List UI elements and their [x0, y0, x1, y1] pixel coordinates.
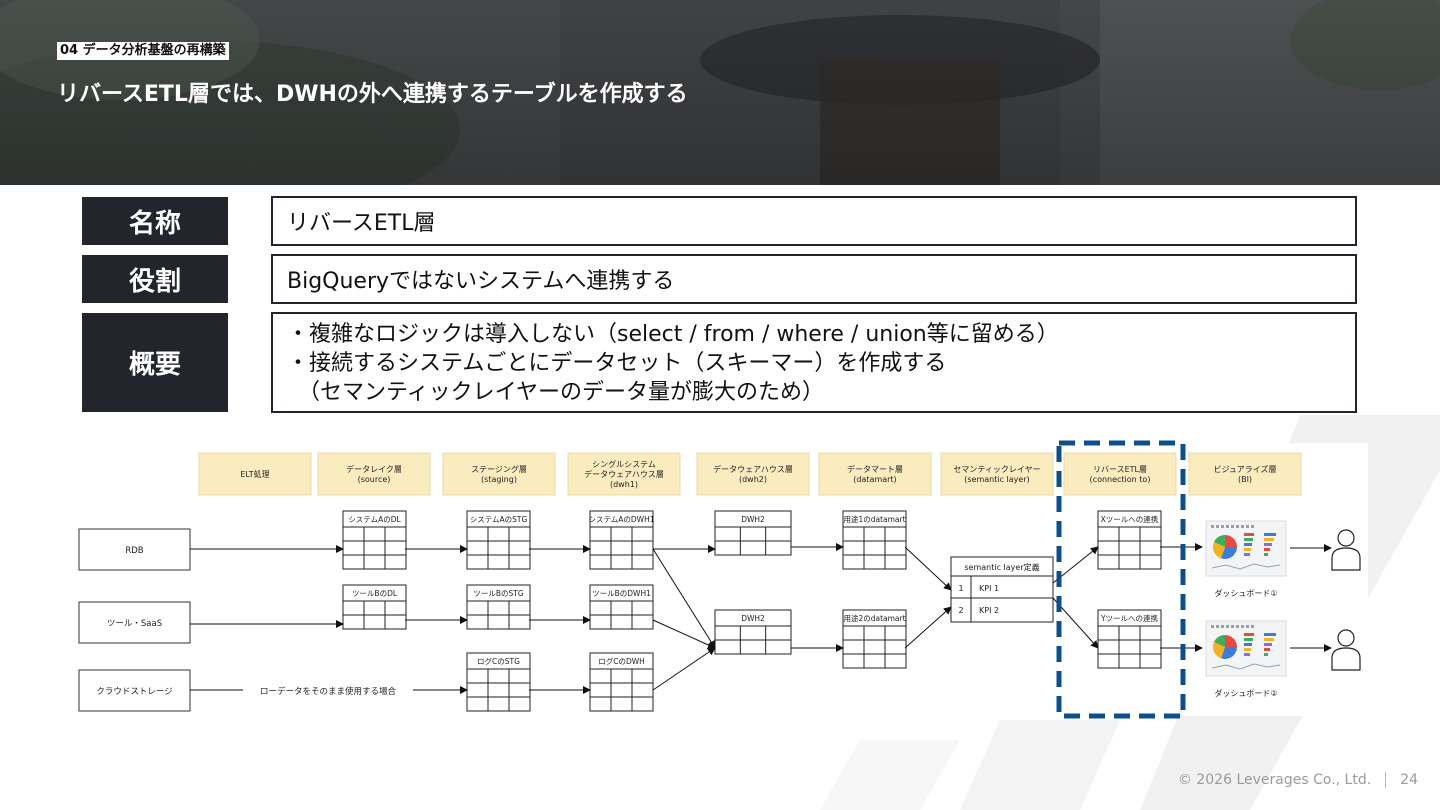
- data-table: Xツールへの連携: [1098, 511, 1161, 569]
- layer-header-label: (source): [358, 475, 391, 484]
- table-name: ログCのDWH: [598, 656, 645, 666]
- flow-arrow: [905, 547, 951, 590]
- data-table: Yツールへの連携: [1098, 610, 1161, 668]
- table-name: ツールBのDL: [352, 589, 398, 598]
- copyright: © 2026 Leverages Co., Ltd.: [1178, 772, 1371, 788]
- source-label: クラウドストレージ: [96, 687, 172, 697]
- data-table: ツールBのSTG: [467, 585, 530, 629]
- table-name: ログCのSTG: [477, 656, 520, 666]
- semantic-title: semantic layer定義: [964, 562, 1039, 572]
- flow-arrow: [905, 607, 951, 648]
- layer-header-label: (staging): [481, 475, 517, 484]
- layer-header-label: (semantic layer): [964, 475, 1029, 484]
- table-name: DWH2: [741, 614, 765, 623]
- semantic-layer-definition: semantic layer定義 1 KPI 1 2 KPI 2: [951, 557, 1053, 622]
- data-table: ログCのDWH: [590, 653, 653, 711]
- layer-header: [941, 453, 1053, 495]
- data-table: システムAのSTG: [467, 511, 530, 569]
- layer-header-label: リバースETL層: [1093, 465, 1147, 474]
- page-number: 24: [1400, 772, 1418, 788]
- layer-header-label: セマンティックレイヤー: [953, 465, 1040, 474]
- source-label: ツール・SaaS: [107, 619, 162, 629]
- data-table: ツールBのDL: [343, 585, 406, 629]
- table-name: Xツールへの連携: [1101, 514, 1159, 524]
- layer-header: [318, 453, 430, 495]
- layer-header-label: (dwh1): [610, 480, 638, 489]
- source-label: RDB: [125, 546, 143, 556]
- table-name: システムAのSTG: [470, 515, 528, 524]
- table-name: ツールBのDWH1: [592, 589, 651, 598]
- layer-header: [819, 453, 931, 495]
- dashboard-label: ダッシュボード①: [1214, 588, 1277, 598]
- layer-header-label: データマート層: [847, 464, 903, 474]
- data-table: ログCのSTG: [467, 653, 530, 711]
- layer-header-label: (dwh2): [739, 475, 767, 484]
- semantic-row-number: 2: [958, 606, 963, 615]
- data-table: システムAのDL: [343, 511, 406, 569]
- layer-header-label: ステージング層: [471, 464, 527, 474]
- table-name: システムAのDL: [348, 515, 401, 524]
- table-name: 用途2のdatamart: [843, 613, 905, 623]
- data-table: システムAのDWH1: [588, 511, 654, 569]
- layer-header: [443, 453, 555, 495]
- layer-header: [1189, 453, 1301, 495]
- layer-header-label: シングルシステム: [592, 459, 656, 469]
- table-name: ツールBのSTG: [473, 589, 523, 598]
- layer-header-label: ELT処理: [240, 469, 269, 479]
- data-table: 用途2のdatamart: [843, 610, 906, 668]
- semantic-row-kpi: KPI 2: [979, 606, 999, 615]
- semantic-row-number: 1: [958, 584, 963, 593]
- data-table: DWH2: [715, 511, 791, 555]
- layer-header-label: ビジュアライズ層: [1213, 464, 1276, 474]
- dashboard-label: ダッシュボード②: [1214, 688, 1277, 698]
- semantic-row-kpi: KPI 1: [979, 584, 999, 593]
- table-name: システムAのDWH1: [588, 515, 654, 524]
- raw-data-note: ローデータをそのまま使用する場合: [260, 686, 397, 697]
- layer-headers: ELT処理 データレイク層(source) ステージング層(staging) シングル…: [199, 453, 1301, 495]
- data-table: 用途1のdatamart: [843, 511, 906, 569]
- layer-header: [1064, 453, 1176, 495]
- flow-arrow: [653, 648, 715, 690]
- table-name: 用途1のdatamart: [843, 514, 905, 524]
- layer-header-label: (BI): [1238, 475, 1252, 484]
- layer-header-label: (connection to): [1090, 475, 1151, 484]
- footer-divider: [1385, 772, 1386, 788]
- table-name: Yツールへの連携: [1100, 613, 1159, 623]
- table-name: DWH2: [741, 515, 765, 524]
- data-table: ツールBのDWH1: [590, 585, 653, 629]
- layer-header-label: データウェアハウス層: [713, 464, 793, 474]
- source-systems: RDB ツール・SaaS クラウドストレージ: [79, 529, 190, 711]
- flow-arrow: [653, 549, 715, 648]
- footer: © 2026 Leverages Co., Ltd. 24: [1178, 772, 1418, 788]
- layer-header-label: データウェアハウス層: [584, 469, 664, 479]
- layer-header: [697, 453, 809, 495]
- data-table: DWH2: [715, 610, 791, 654]
- layer-header-label: データレイク層: [346, 464, 402, 474]
- layer-header-label: (datamart): [853, 475, 896, 484]
